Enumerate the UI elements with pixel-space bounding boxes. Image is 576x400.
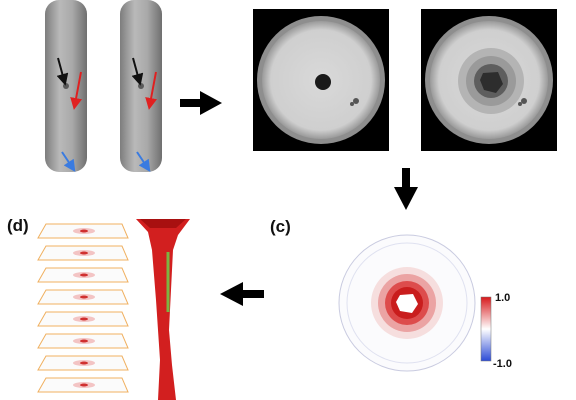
colorbar-min-label: -1.0 [493, 358, 512, 370]
slice-stack [37, 223, 129, 393]
marker-arrow-red-right [145, 71, 158, 110]
marker-arrow-black-left [56, 57, 69, 86]
ct-slice-after [421, 9, 557, 151]
arrow-left-icon [220, 282, 264, 306]
marker-arrow-red-left [70, 71, 83, 110]
slice-plane [37, 333, 129, 349]
marker-arrow-black-right [131, 57, 144, 86]
arrow-down-icon [394, 168, 418, 210]
slice-plane [37, 223, 129, 239]
cylinder-right [120, 0, 162, 172]
slice-plane [37, 245, 129, 261]
slice-plane [37, 311, 129, 327]
ct-slice-before [253, 9, 389, 151]
slice-plane [37, 377, 129, 393]
colorbar-max-label: 1.0 [495, 292, 511, 304]
slice-plane [37, 355, 129, 371]
cylinder-left [45, 0, 87, 172]
arrow-right-icon [180, 91, 222, 115]
colorbar [480, 296, 492, 362]
slice-plane [37, 267, 129, 283]
panel-label-c: (c) [270, 217, 291, 236]
difference-map [338, 234, 476, 372]
red-volume [136, 219, 190, 400]
panel-label-d: (d) [7, 216, 29, 235]
marker-arrow-blue-left [61, 151, 76, 172]
marker-arrow-blue-right [136, 151, 151, 172]
slice-plane [37, 289, 129, 305]
